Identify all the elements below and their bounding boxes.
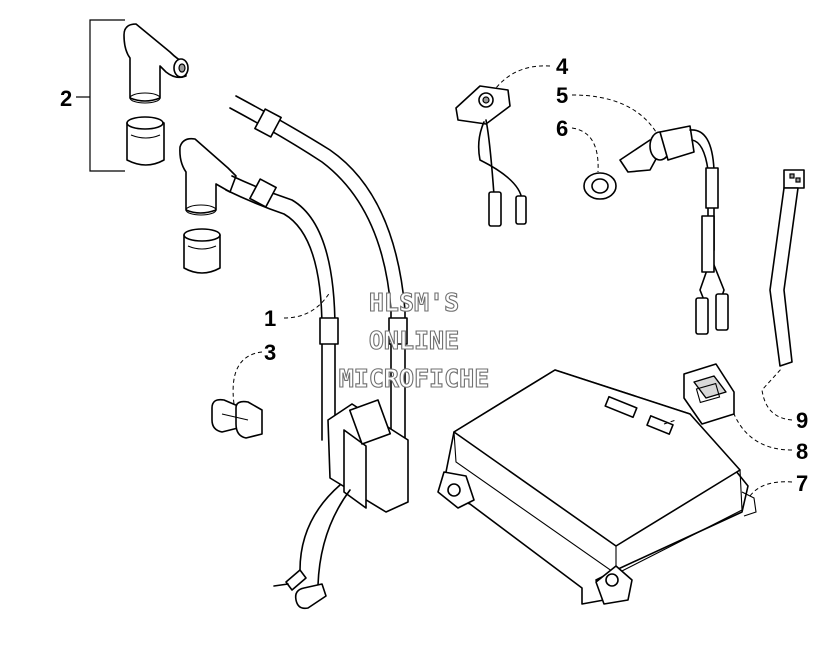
leader-lines <box>232 65 793 497</box>
part-9-cable-tie <box>769 169 805 367</box>
part-2-spark-plug-caps <box>76 19 237 274</box>
leader-6 <box>571 127 599 173</box>
part-1-ignition-coil <box>225 95 409 610</box>
upper-cap-body <box>123 23 187 102</box>
callout-7: 7 <box>796 471 808 496</box>
callout-1: 1 <box>264 306 276 331</box>
part-5-temp-sensor <box>619 125 729 335</box>
lower-cap-body <box>179 137 237 214</box>
callout-9: 9 <box>796 408 808 433</box>
leader-7 <box>749 481 793 497</box>
callout-3: 3 <box>264 340 276 365</box>
part-4-sensor <box>455 85 527 227</box>
leader-3 <box>232 351 263 405</box>
callout-5: 5 <box>556 83 568 108</box>
leader-5 <box>571 94 657 133</box>
part-7-cdi-module <box>437 369 757 605</box>
leader-8 <box>733 413 793 451</box>
coil-terminal-block <box>348 399 392 445</box>
part-6-washer <box>583 172 617 200</box>
callout-8: 8 <box>796 439 808 464</box>
callout-4: 4 <box>556 54 569 79</box>
part-2-bracket <box>89 19 125 172</box>
watermark-line-3: MICROFICHE <box>339 364 490 393</box>
module-top <box>453 369 741 547</box>
callout-2: 2 <box>60 86 72 111</box>
part-3-clip <box>211 398 263 439</box>
callout-6: 6 <box>556 116 568 141</box>
watermark: HLSM'S ONLINE MICROFICHE <box>338 287 490 393</box>
watermark-line-1: HLSM'S <box>369 288 459 317</box>
leader-4 <box>495 65 551 89</box>
callout-labels: 2 1 3 4 5 6 9 8 7 <box>60 54 808 496</box>
leader-1 <box>283 291 331 319</box>
leader-9 <box>761 367 793 421</box>
watermark-line-2: ONLINE <box>369 326 459 355</box>
